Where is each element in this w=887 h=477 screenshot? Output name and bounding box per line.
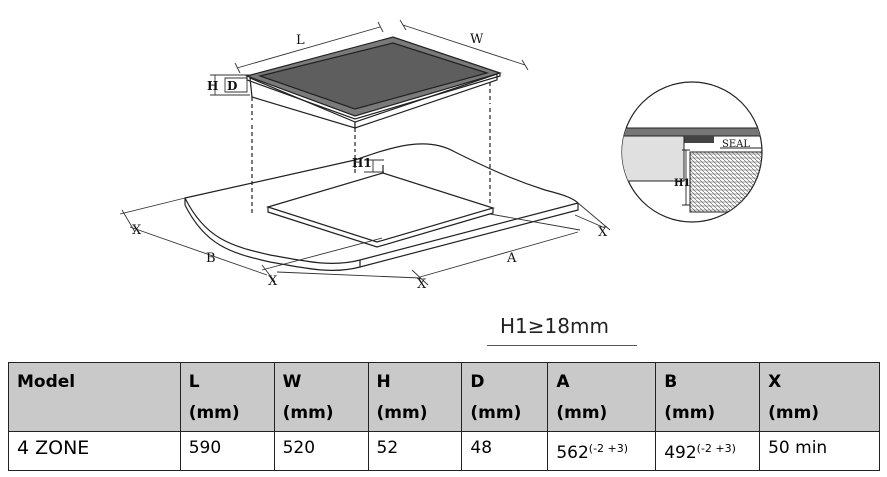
seal-detail-inset — [621, 81, 763, 223]
countertop — [184, 143, 580, 271]
table-header-row: Model L(mm) W(mm) H(mm) D(mm) A(mm) B(mm… — [8, 362, 880, 432]
label-x-right: X — [598, 225, 608, 240]
installation-diagram: L W H D H1 X B X X A X SEAL H1 — [119, 19, 763, 292]
table-row: 4 ZONE 590 520 52 48 562(-2 +3) 492(-2 +… — [8, 431, 880, 471]
cell-w: 520 — [273, 431, 369, 471]
label-h1: H1 — [352, 156, 372, 170]
cell-model: 4 ZONE — [8, 431, 181, 471]
header-x: X(mm) — [759, 362, 880, 432]
cell-b: 492(-2 +3) — [655, 431, 761, 471]
label-a: A — [506, 251, 517, 266]
dimension-lines — [119, 19, 611, 286]
header-d: D(mm) — [461, 362, 549, 432]
header-b: B(mm) — [655, 362, 761, 432]
tolerance-b: (-2 +3) — [696, 442, 736, 455]
cell-d: 48 — [461, 431, 549, 471]
cell-h: 52 — [367, 431, 463, 471]
label-x-left: X — [132, 223, 142, 238]
label-d: D — [227, 79, 237, 93]
label-x-bottom-left: X — [268, 274, 278, 289]
header-a: A(mm) — [547, 362, 657, 432]
label-h: H — [207, 79, 218, 93]
label-x-bottom: X — [417, 277, 427, 292]
cell-a: 562(-2 +3) — [547, 431, 657, 471]
cell-l: 590 — [179, 431, 275, 471]
label-b: B — [206, 251, 216, 266]
header-l: L(mm) — [179, 362, 275, 432]
label-l: L — [296, 33, 305, 48]
header-model: Model — [8, 362, 181, 432]
formula-underline — [487, 345, 637, 346]
label-h1-inset: H1 — [674, 178, 690, 189]
header-w: W(mm) — [273, 362, 369, 432]
label-w: W — [470, 32, 484, 47]
cell-x: 50 min — [759, 431, 880, 471]
min-thickness-formula: H1≥18mm — [500, 314, 609, 338]
tolerance-a: (-2 +3) — [588, 442, 629, 455]
label-seal: SEAL — [722, 139, 750, 150]
hob — [245, 36, 502, 215]
dimensions-table: Model L(mm) W(mm) H(mm) D(mm) A(mm) B(mm… — [8, 362, 880, 471]
header-h: H(mm) — [367, 362, 463, 432]
